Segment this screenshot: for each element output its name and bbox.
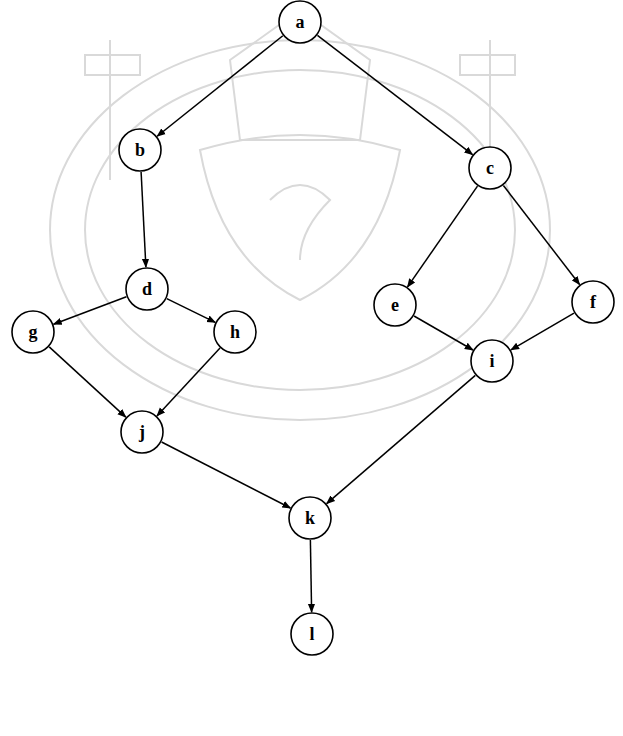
node-letter: i — [489, 352, 494, 370]
node-letter: a — [296, 13, 305, 31]
node-letter: e — [391, 296, 399, 314]
node-circle: g — [11, 310, 55, 354]
node-circle: b — [118, 128, 162, 172]
node-circle: d — [125, 267, 169, 311]
arrow-connector — [511, 313, 574, 350]
node-letter: g — [29, 323, 38, 341]
node-letter: c — [486, 159, 494, 177]
node-letter: j — [139, 423, 145, 441]
node-circle: j — [120, 410, 164, 454]
node-circle: k — [288, 496, 332, 540]
arrow-connector — [157, 348, 220, 416]
arrow-connector — [408, 186, 478, 287]
node-circle: i — [470, 339, 514, 383]
node-circle: c — [468, 146, 512, 190]
arrow-connector — [167, 299, 215, 323]
arrow-connector — [162, 442, 291, 508]
arrow-connector — [503, 185, 579, 284]
arrow-connector — [49, 347, 126, 417]
node-circle: f — [571, 280, 615, 324]
arrow-connector — [317, 35, 472, 154]
node-circle: a — [278, 0, 322, 44]
node-letter: b — [135, 141, 145, 159]
arrow-connector — [310, 540, 311, 612]
node-letter: d — [142, 280, 152, 298]
node-circle: e — [373, 283, 417, 327]
node-letter: h — [230, 323, 240, 341]
arrow-connector — [327, 375, 476, 503]
node-letter: k — [305, 509, 315, 527]
arrow-connector — [141, 172, 146, 267]
arrow-connector — [414, 316, 473, 350]
arrow-connector — [157, 36, 283, 137]
node-letter: l — [309, 625, 314, 643]
arrow-connector — [54, 297, 127, 324]
node-circle: l — [290, 612, 334, 656]
node-letter: f — [590, 293, 596, 311]
node-circle: h — [213, 310, 257, 354]
